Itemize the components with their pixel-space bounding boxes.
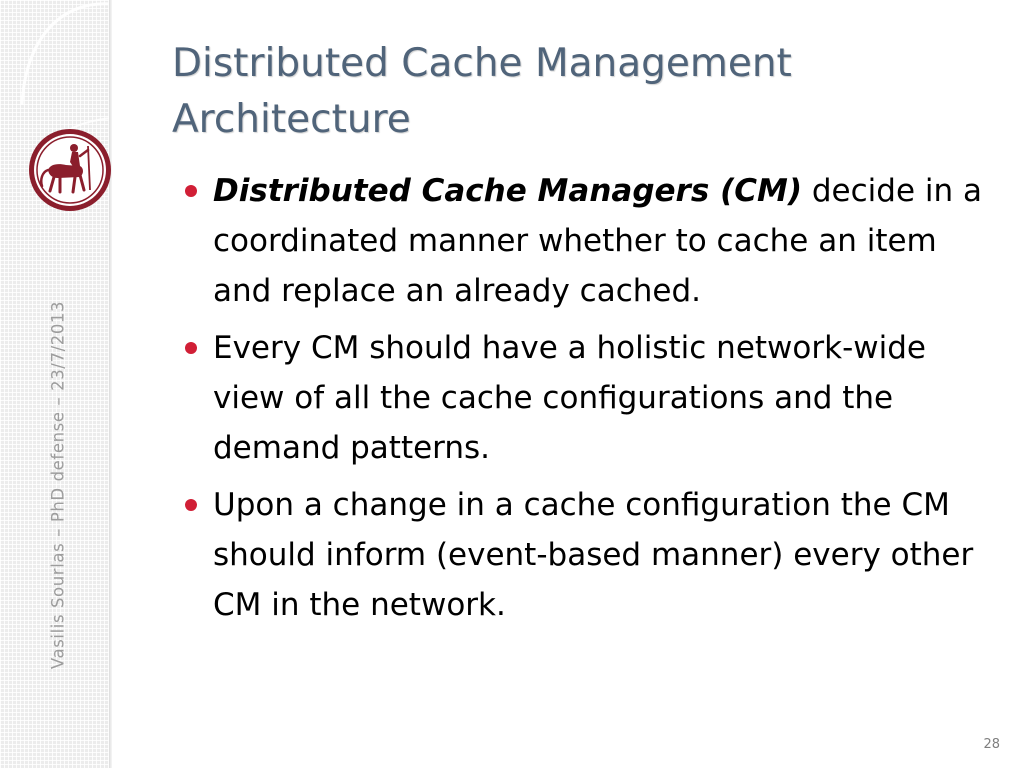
university-logo-icon bbox=[29, 129, 111, 211]
bullet-text: Every CM should have a holistic network-… bbox=[213, 330, 926, 466]
bullet-text: decide in a coordinated manner whether t… bbox=[213, 173, 982, 309]
bullet-list: Distributed Cache Managers (CM) decide i… bbox=[185, 166, 997, 637]
presenter-footer-text: Vasilis Sourlas – PhD defense – 23/7/201… bbox=[48, 300, 68, 670]
bullet-text: Upon a change in a cache configuration t… bbox=[213, 487, 974, 623]
bullet-item-3: Upon a change in a cache configuration t… bbox=[185, 480, 997, 630]
bullet-dot-icon bbox=[185, 342, 197, 354]
slide-title: Distributed Cache Management Architectur… bbox=[172, 41, 792, 142]
bullet-item-1: Distributed Cache Managers (CM) decide i… bbox=[185, 166, 997, 316]
left-decorative-strip bbox=[0, 0, 112, 768]
bullet-item-2: Every CM should have a holistic network-… bbox=[185, 323, 997, 473]
bullet-emphasis: Distributed Cache Managers (CM) bbox=[213, 173, 802, 209]
bullet-dot-icon bbox=[185, 499, 197, 511]
slide-number: 28 bbox=[983, 737, 1000, 752]
bullet-dot-icon bbox=[185, 185, 197, 197]
